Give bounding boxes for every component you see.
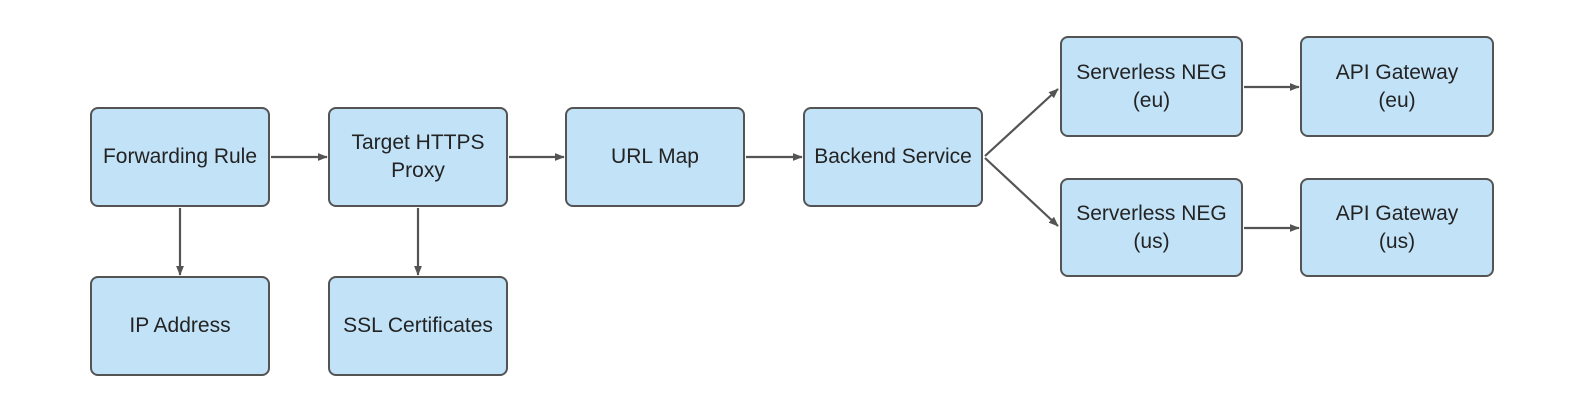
node-ip-address-label: IP Address	[129, 314, 231, 337]
node-serverless-neg-us-label: Serverless NEG (us)	[1076, 201, 1227, 253]
node-api-gateway-eu-label: API Gateway (eu)	[1335, 60, 1459, 112]
node-serverless-neg-eu[interactable]: Serverless NEG (eu)	[1060, 36, 1243, 137]
node-serverless-neg-eu-label: Serverless NEG (eu)	[1076, 60, 1227, 112]
node-forwarding-rule[interactable]: Forwarding Rule	[90, 107, 270, 207]
node-api-gateway-us[interactable]: API Gateway (us)	[1300, 178, 1494, 277]
node-ssl-certificates-label: SSL Certificates	[343, 314, 493, 337]
node-url-map[interactable]: URL Map	[565, 107, 745, 207]
edge-backend-service-to-serverless-neg-us	[984, 157, 1059, 227]
node-serverless-neg-us[interactable]: Serverless NEG (us)	[1060, 178, 1243, 277]
node-ip-address[interactable]: IP Address	[90, 276, 270, 376]
node-target-https-proxy[interactable]: Target HTTPS Proxy	[328, 107, 508, 207]
node-forwarding-rule-label: Forwarding Rule	[102, 145, 258, 168]
node-url-map-label: URL Map	[611, 145, 699, 168]
node-target-https-proxy-label: Target HTTPS Proxy	[351, 131, 485, 182]
node-ssl-certificates[interactable]: SSL Certificates	[328, 276, 508, 376]
node-api-gateway-eu[interactable]: API Gateway (eu)	[1300, 36, 1494, 137]
node-api-gateway-us-label: API Gateway (us)	[1335, 201, 1459, 253]
edge-backend-service-to-serverless-neg-eu	[984, 88, 1059, 157]
node-backend-service-label: Backend Service	[814, 145, 972, 168]
node-backend-service[interactable]: Backend Service	[803, 107, 983, 207]
